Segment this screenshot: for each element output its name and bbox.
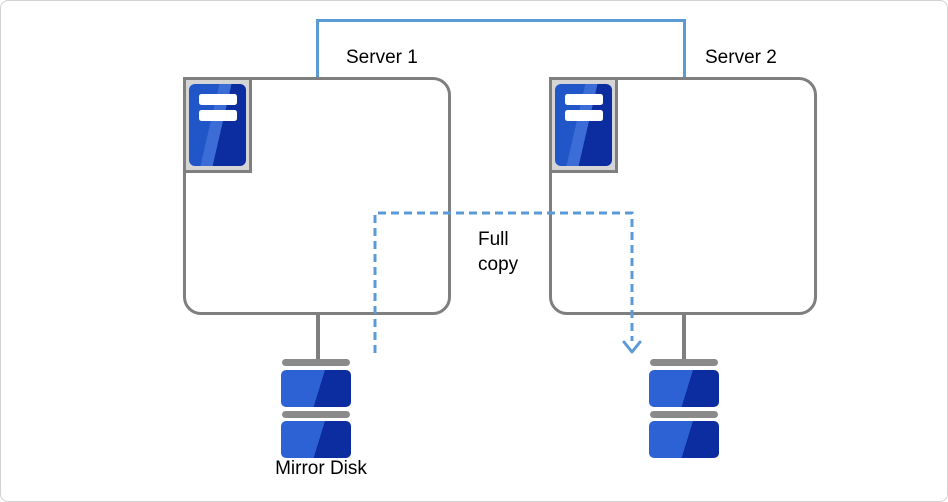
disk-platter xyxy=(649,421,719,458)
server-slot-bar xyxy=(564,94,603,105)
disk-platter xyxy=(281,421,351,458)
server1-label: Server 1 xyxy=(346,47,418,68)
server1-node xyxy=(183,77,451,315)
server-tower-glyph xyxy=(555,84,612,166)
server-slot-bar xyxy=(564,110,603,121)
server-slot-bar xyxy=(198,110,237,121)
server-tower-icon xyxy=(549,77,618,173)
server-slot-bar xyxy=(198,94,237,105)
server2-node xyxy=(549,77,817,315)
server-tower-icon xyxy=(183,77,252,173)
disk-separator xyxy=(650,411,718,418)
arrow-down-icon xyxy=(622,340,642,354)
server2-disk-stem xyxy=(681,312,686,362)
mirror-disk-label: Mirror Disk xyxy=(275,458,367,479)
server2-label: Server 2 xyxy=(705,47,777,68)
disk-cap xyxy=(650,359,718,366)
server-tower-glyph xyxy=(189,84,246,166)
disk-platter xyxy=(649,370,719,407)
full-copy-label: Full copy xyxy=(478,229,519,275)
disk-separator xyxy=(282,411,350,418)
server1-disk-stem xyxy=(315,312,320,362)
disk-cap xyxy=(282,359,350,366)
mirror-disk-icon-server1 xyxy=(281,359,351,458)
disk-platter xyxy=(281,370,351,407)
mirror-disk-icon-server2 xyxy=(649,359,719,458)
